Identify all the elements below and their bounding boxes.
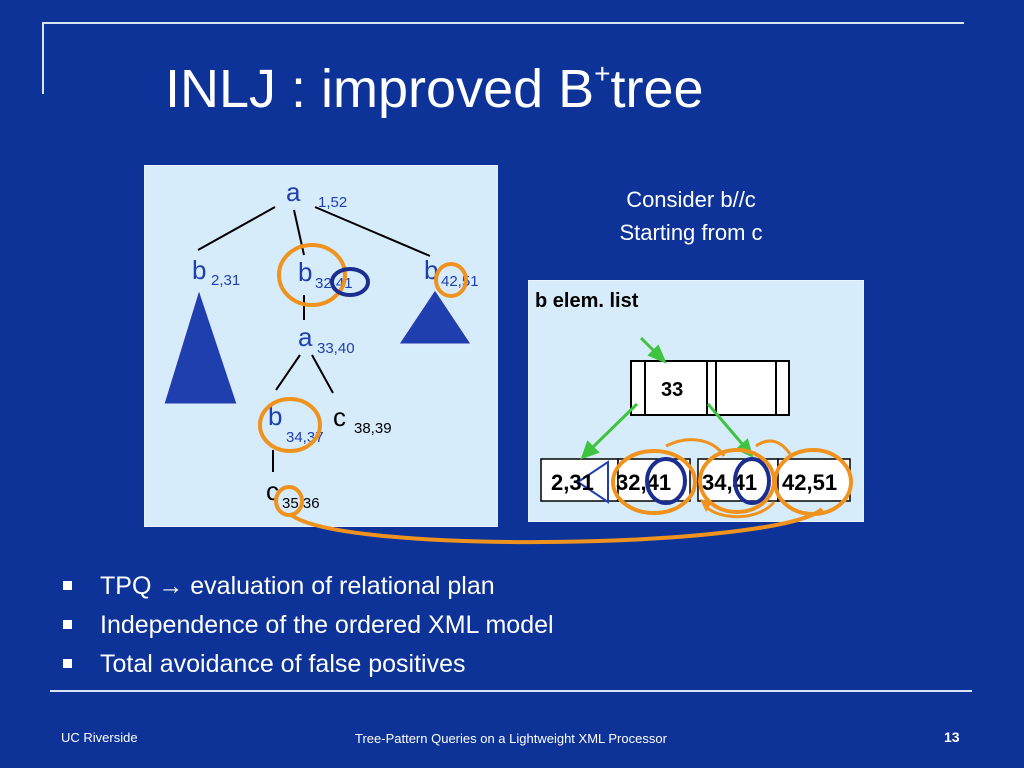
btree-leaf-1-text: 2,31	[551, 470, 594, 495]
node-c-mid-pos: 38,39	[354, 420, 392, 437]
bullet-list: TPQ → evaluation of relational plan Inde…	[63, 567, 554, 684]
leaf-4-orange	[773, 448, 853, 516]
leaf-left-arrowhead	[576, 460, 609, 504]
title-superscript: +	[594, 58, 611, 89]
bottom-rule	[50, 690, 972, 692]
leaf-2-orange	[611, 449, 697, 515]
edge-a-bright	[314, 206, 431, 257]
highlight-b-low-orange	[258, 397, 322, 453]
slide-title: INLJ : improved B+tree	[165, 42, 704, 121]
subtree-right	[398, 289, 472, 345]
leaf-3-navy	[733, 457, 771, 505]
green-arrows	[580, 336, 754, 460]
top-rule	[42, 22, 964, 24]
node-a-root-pos: 1,52	[318, 194, 347, 211]
consider-line-2: Starting from c	[619, 220, 763, 245]
square-bullet-icon	[63, 581, 72, 590]
consider-line-1: Consider b//c	[626, 187, 756, 212]
page-number: 13	[944, 729, 960, 745]
highlight-b-right-orange	[434, 262, 468, 298]
edge-amid-blow	[275, 354, 301, 391]
footer-center: Tree-Pattern Queries on a Lightweight XM…	[355, 731, 667, 746]
tree-edges	[197, 206, 431, 472]
leaf-nav-arrow-2	[702, 500, 776, 519]
bullet-item: Independence of the ordered XML model	[63, 606, 554, 645]
highlight-b-mid-navy	[330, 267, 370, 297]
node-b-right-pos: 42,51	[441, 273, 479, 290]
leaf-nav-arrow-3	[755, 439, 792, 455]
node-b-low: b	[268, 401, 282, 431]
consider-note: Consider b//c Starting from c	[560, 183, 822, 249]
node-c-mid: c	[333, 402, 346, 432]
edge-amid-cmid	[311, 354, 334, 394]
node-b-left: b	[192, 255, 206, 285]
bullet-text: Total avoidance of false positives	[100, 650, 466, 678]
node-a-mid-pos: 33,40	[317, 340, 355, 357]
subtree-left	[163, 288, 238, 405]
btree-leaf-4	[777, 458, 851, 502]
node-a-mid: a	[298, 322, 313, 352]
blist-title: b elem. list	[535, 290, 639, 312]
btree-root-key: 33	[661, 379, 683, 401]
leaf-2-navy	[645, 457, 687, 505]
bullet-text: TPQ → evaluation of relational plan	[100, 572, 495, 600]
highlight-b-mid-orange	[277, 243, 347, 307]
bullet-text: Independence of the ordered XML model	[100, 611, 554, 639]
btree-leaf-3-text: 34,41	[702, 470, 757, 495]
square-bullet-icon	[63, 620, 72, 629]
bullet-item: Total avoidance of false positives	[63, 645, 554, 684]
highlight-c-low-orange	[274, 485, 304, 517]
arc-c-to-list	[288, 507, 824, 545]
btree-leaf-2-text: 32,41	[616, 470, 671, 495]
leaf-nav-arrow-1	[665, 438, 726, 457]
footer-left: UC Riverside	[61, 730, 138, 745]
square-bullet-icon	[63, 659, 72, 668]
title-end: tree	[610, 59, 704, 119]
btree-leaf-4-text: 42,51	[782, 470, 837, 495]
node-b-mid: b	[298, 257, 312, 287]
title-main: INLJ : improved B	[165, 59, 595, 119]
node-b-left-pos: 2,31	[211, 272, 240, 289]
node-a-root: a	[286, 177, 301, 207]
bullet-item: TPQ → evaluation of relational plan	[63, 567, 554, 606]
left-rule	[42, 22, 44, 94]
edge-a-bleft	[197, 206, 276, 251]
